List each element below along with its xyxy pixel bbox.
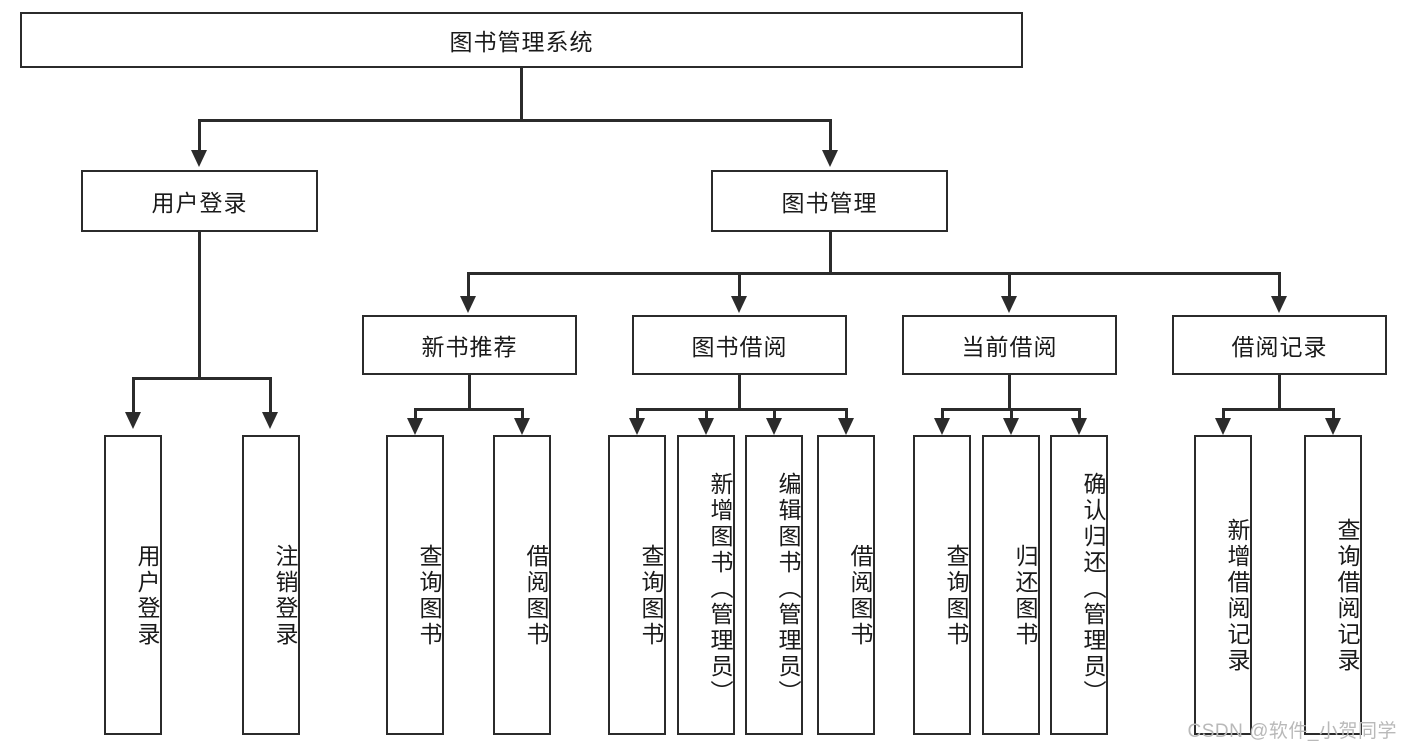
node-label: 确认归还（管理员）: [1080, 472, 1106, 706]
leaf-current-borrow-return-book[interactable]: 归还图书: [982, 435, 1040, 735]
node-current-borrow[interactable]: 当前借阅: [902, 315, 1117, 375]
node-label: 图书借阅: [691, 334, 788, 360]
arrow-new-book-leaf-1-icon: [407, 418, 423, 435]
edge-new-book-to-leaf-2: [521, 408, 524, 422]
node-label: 图书管理: [781, 190, 878, 216]
edge-borrow-record-to-leaf-2: [1332, 408, 1335, 422]
leaf-new-book-borrow-book[interactable]: 借阅图书: [493, 435, 551, 735]
edge-borrow-record-stem: [1278, 375, 1281, 411]
node-new-book-recommend[interactable]: 新书推荐: [362, 315, 577, 375]
leaf-borrow-record-query-record[interactable]: 查询借阅记录: [1304, 435, 1362, 735]
arrow-user-login-leaf-2-icon: [262, 412, 278, 429]
arrow-current-borrow-icon: [1001, 296, 1017, 313]
arrow-book-borrow-icon: [731, 296, 747, 313]
node-user-login[interactable]: 用户登录: [81, 170, 318, 232]
arrow-book-borrow-leaf-1-icon: [629, 418, 645, 435]
arrow-current-borrow-leaf-3-icon: [1071, 418, 1087, 435]
node-label: 新增借阅记录: [1224, 518, 1250, 674]
edge-borrow-record-to-leaf-1: [1222, 408, 1225, 422]
arrow-current-borrow-leaf-2-icon: [1003, 418, 1019, 435]
node-label: 查询图书: [943, 544, 969, 648]
node-root-library-system[interactable]: 图书管理系统: [20, 12, 1023, 68]
node-label: 查询图书: [638, 544, 664, 648]
node-borrow-record[interactable]: 借阅记录: [1172, 315, 1387, 375]
arrow-user-login-leaf-1-icon: [125, 412, 141, 429]
edge-user-login-bar: [132, 377, 272, 380]
node-label: 新增图书（管理员）: [707, 472, 733, 706]
arrow-borrow-record-icon: [1271, 296, 1287, 313]
edge-book-borrow-to-leaf-4: [845, 408, 848, 422]
edge-new-book-bar: [414, 408, 524, 411]
node-label: 注销登录: [272, 544, 298, 648]
leaf-new-book-query-book[interactable]: 查询图书: [386, 435, 444, 735]
node-label: 查询图书: [416, 544, 442, 648]
node-label: 归还图书: [1012, 544, 1038, 648]
edge-root-stem: [520, 68, 523, 120]
arrow-borrow-record-leaf-2-icon: [1325, 418, 1341, 435]
leaf-borrow-record-add-record[interactable]: 新增借阅记录: [1194, 435, 1252, 735]
node-book-borrow[interactable]: 图书借阅: [632, 315, 847, 375]
node-label: 借阅图书: [523, 544, 549, 648]
leaf-book-borrow-borrow-book[interactable]: 借阅图书: [817, 435, 875, 735]
arrow-current-borrow-leaf-1-icon: [934, 418, 950, 435]
node-label: 用户登录: [151, 190, 248, 216]
edge-book-manage-bar: [467, 272, 1280, 275]
leaf-current-borrow-confirm-return[interactable]: 确认归还（管理员）: [1050, 435, 1108, 735]
edge-borrow-record-bar: [1222, 408, 1335, 411]
node-label: 借阅记录: [1231, 334, 1328, 360]
node-label: 用户登录: [134, 544, 160, 648]
edge-book-manage-to-book-borrow: [738, 272, 741, 300]
edge-current-borrow-to-leaf-3: [1078, 408, 1081, 422]
node-label: 新书推荐: [421, 334, 518, 360]
edge-current-borrow-to-leaf-2: [1010, 408, 1013, 422]
arrow-book-borrow-leaf-2-icon: [698, 418, 714, 435]
node-book-manage[interactable]: 图书管理: [711, 170, 948, 232]
leaf-user-login-logout[interactable]: 注销登录: [242, 435, 300, 735]
node-label: 编辑图书（管理员）: [775, 472, 801, 706]
edge-book-borrow-to-leaf-2: [705, 408, 708, 422]
arrow-root-to-book-manage-icon: [822, 150, 838, 167]
edge-current-borrow-stem: [1008, 375, 1011, 411]
edge-book-borrow-to-leaf-3: [773, 408, 776, 422]
edge-book-manage-stem: [829, 232, 832, 274]
edge-book-manage-to-borrow-record: [1278, 272, 1281, 300]
edge-book-borrow-stem: [738, 375, 741, 411]
edge-root-bar: [198, 119, 832, 122]
leaf-book-borrow-query-book[interactable]: 查询图书: [608, 435, 666, 735]
arrow-new-book-leaf-2-icon: [514, 418, 530, 435]
leaf-current-borrow-query-book[interactable]: 查询图书: [913, 435, 971, 735]
edge-book-manage-to-current-borrow: [1008, 272, 1011, 300]
edge-book-borrow-bar: [636, 408, 848, 411]
edge-user-login-stem: [198, 232, 201, 380]
arrow-book-borrow-leaf-3-icon: [766, 418, 782, 435]
node-label: 图书管理系统: [449, 29, 594, 55]
arrow-root-to-user-login-icon: [191, 150, 207, 167]
node-label: 查询借阅记录: [1334, 518, 1360, 674]
node-label: 借阅图书: [847, 544, 873, 648]
edge-user-login-to-leaf-2: [269, 377, 272, 415]
node-label: 当前借阅: [961, 334, 1058, 360]
csdn-watermark: CSDN @软件_小贺同学: [1187, 721, 1397, 742]
edge-root-to-user-login: [198, 119, 201, 153]
leaf-user-login-login[interactable]: 用户登录: [104, 435, 162, 735]
edge-book-borrow-to-leaf-1: [636, 408, 639, 422]
edge-book-manage-to-new-book: [467, 272, 470, 300]
leaf-book-borrow-edit-book[interactable]: 编辑图书（管理员）: [745, 435, 803, 735]
edge-user-login-to-leaf-1: [132, 377, 135, 415]
edge-new-book-to-leaf-1: [414, 408, 417, 422]
arrow-book-borrow-leaf-4-icon: [838, 418, 854, 435]
leaf-book-borrow-add-book[interactable]: 新增图书（管理员）: [677, 435, 735, 735]
edge-new-book-stem: [468, 375, 471, 411]
arrow-new-book-icon: [460, 296, 476, 313]
edge-root-to-book-manage: [829, 119, 832, 153]
edge-current-borrow-to-leaf-1: [941, 408, 944, 422]
arrow-borrow-record-leaf-1-icon: [1215, 418, 1231, 435]
